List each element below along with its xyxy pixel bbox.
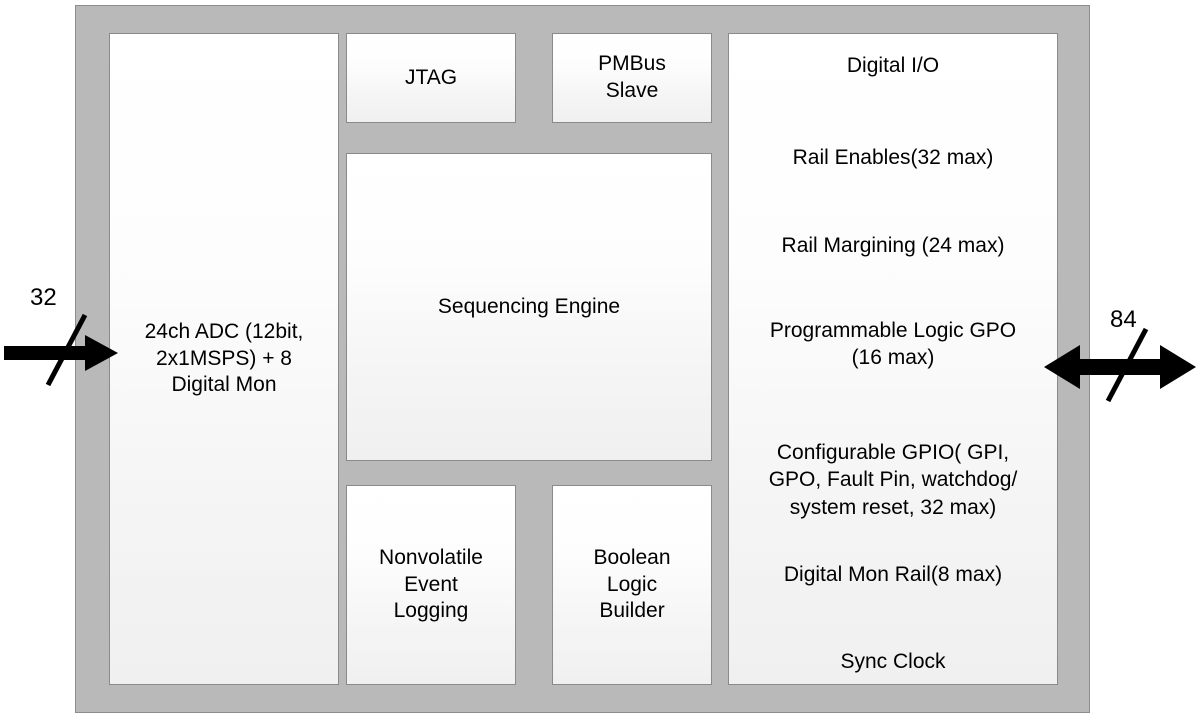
block-boolean-logic-builder-label: Boolean Logic Builder — [593, 545, 671, 623]
block-adc: 24ch ADC (12bit, 2x1MSPS) + 8 Digital Mo… — [109, 33, 339, 685]
block-digital-io: Digital I/O Rail Enables(32 max) Rail Ma… — [728, 33, 1058, 685]
block-adc-label: 24ch ADC (12bit, 2x1MSPS) + 8 Digital Mo… — [144, 319, 304, 397]
digital-io-list: Digital I/O Rail Enables(32 max) Rail Ma… — [729, 34, 1057, 684]
block-pmbus-slave-label: PMBus Slave — [598, 52, 666, 102]
input-bus-width-label: 32 — [30, 284, 57, 311]
digital-io-item-sync-clock: Sync Clock — [840, 650, 946, 673]
digital-io-item-title: Digital I/O — [846, 54, 940, 77]
output-bus-width-label: 84 — [1110, 306, 1137, 333]
block-sequencing-engine-label: Sequencing Engine — [437, 294, 621, 318]
digital-io-item-digital-mon-rail: Digital Mon Rail(8 max) — [783, 563, 1003, 586]
block-nonvolatile-event-logging-label: Nonvolatile Event Logging — [379, 545, 483, 623]
digital-io-item-configurable-gpio: Configurable GPIO( GPI, GPO, Fault Pin, … — [768, 441, 1018, 519]
digital-io-item-programmable-logic-gpo: Programmable Logic GPO (16 max) — [769, 319, 1017, 370]
digital-io-item-rail-enables: Rail Enables(32 max) — [792, 146, 994, 169]
block-nonvolatile-event-logging: Nonvolatile Event Logging — [346, 485, 516, 685]
block-boolean-logic-builder: Boolean Logic Builder — [552, 485, 712, 685]
block-pmbus-slave: PMBus Slave — [552, 33, 712, 123]
block-sequencing-engine: Sequencing Engine — [346, 153, 712, 461]
block-jtag-label: JTAG — [404, 65, 458, 89]
block-jtag: JTAG — [346, 33, 516, 123]
digital-io-item-rail-margining: Rail Margining (24 max) — [781, 234, 1005, 257]
chip-boundary: 24ch ADC (12bit, 2x1MSPS) + 8 Digital Mo… — [75, 5, 1090, 713]
